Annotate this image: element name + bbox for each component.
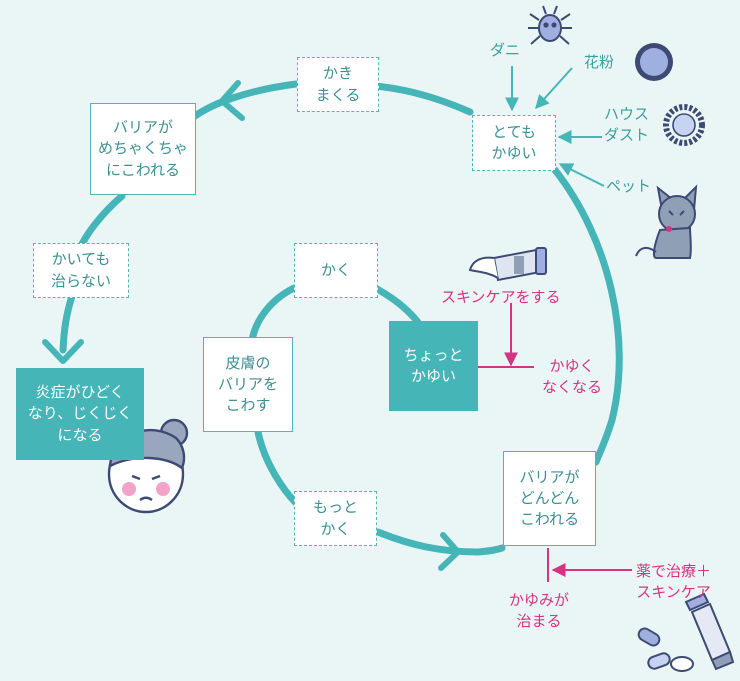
pollen-arrow [535, 67, 573, 110]
outer-chevron-top [219, 80, 245, 121]
inner-arc-left [254, 428, 300, 507]
house-dust-icon [663, 104, 705, 146]
inner-arc-top-right [371, 284, 424, 329]
do-skincare-label: スキンケアをする [441, 288, 561, 306]
mite-label: ダニ [490, 41, 521, 59]
outer-arc-right [551, 166, 623, 466]
cat-icon [635, 184, 698, 259]
inner-arc-bottom [374, 528, 506, 556]
pet-arrow [558, 163, 605, 187]
outer-arc-top-left [191, 80, 300, 120]
scratch-no-cure-box: かいても 治らない [33, 243, 129, 298]
inner-chevron-right [438, 532, 461, 571]
pet-label: ペット [606, 177, 652, 195]
very-itchy-box: とても かゆい [472, 115, 556, 171]
medicine-icon [637, 592, 735, 672]
outer-arc-left-lower [59, 292, 76, 354]
outer-arc-left-upper [76, 192, 126, 252]
pollen-icon [635, 43, 673, 81]
barrier-wrecked-box: バリアが めちゃくちゃ にこわれる [90, 103, 196, 195]
inner-arc-top-left [248, 284, 298, 344]
scratch-more-box: もっと かく [294, 491, 377, 546]
barrier-breaking-box: バリアが どんどん こわれる [503, 451, 596, 546]
scratch-a-lot-box: かき まくる [297, 57, 379, 112]
inflammation-box: 炎症がひどく なり、じくじく になる [16, 368, 144, 460]
ointment-tube-icon [468, 247, 547, 282]
pollen-label: 花粉 [584, 53, 615, 71]
mite-icon [528, 5, 572, 45]
itch-subsides-label: かゆみが 治まる [509, 591, 570, 631]
outer-chevron-down [42, 339, 84, 364]
scratch-box: かく [294, 243, 378, 298]
slightly-itchy-box: ちょっと かゆい [389, 321, 478, 411]
house-dust-label: ハウス ダスト [604, 105, 650, 145]
no-longer-itchy-label: かゆく なくなる [542, 357, 603, 397]
break-barrier-box: 皮膚の バリアを こわす [203, 337, 293, 432]
medicine-skincare-label: 薬で治療＋ スキンケア [636, 562, 712, 602]
